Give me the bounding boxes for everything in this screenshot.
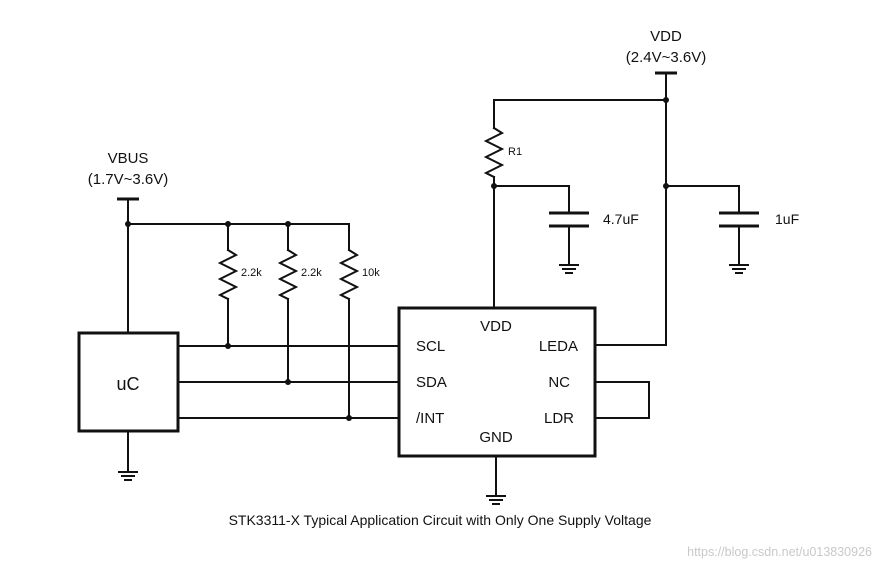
ground-symbol (729, 264, 749, 274)
resistor-int-pullup: 10k (338, 223, 380, 421)
resistor-scl-pullup: 2.2k (217, 223, 262, 349)
r-int-label: 10k (362, 267, 380, 279)
resistor-r1: R1 (483, 99, 522, 309)
diagram-caption: STK3311-X Typical Application Circuit wi… (229, 512, 652, 528)
watermark: https://blog.csdn.net/u013830926 (687, 545, 872, 559)
pin-scl: SCL (416, 338, 445, 355)
r-sda-label: 2.2k (301, 267, 322, 279)
pin-int: /INT (416, 410, 444, 427)
vbus-rail-name: VBUS (108, 150, 149, 167)
junction-dot (125, 221, 131, 227)
c2-label: 1uF (775, 211, 799, 227)
vdd-supply: VDD (2.4V~3.6V) (493, 28, 706, 346)
pin-vdd: VDD (480, 318, 512, 335)
vbus-rail-range: (1.7V~3.6V) (88, 171, 168, 188)
microcontroller: uC (77, 331, 180, 481)
pin-ldr: LDR (544, 410, 574, 427)
vdd-rail-name: VDD (650, 28, 682, 45)
r-scl-label: 2.2k (241, 267, 262, 279)
vbus-supply: VBUS (1.7V~3.6V) (88, 150, 350, 334)
sensor-chip: VDD GND SCL SDA /INT LEDA NC LDR (397, 306, 597, 505)
pin-nc: NC (548, 374, 570, 391)
ground-symbol (486, 495, 506, 505)
junction-dot (663, 97, 669, 103)
vdd-rail-range: (2.4V~3.6V) (626, 49, 706, 66)
resistor-sda-pullup: 2.2k (277, 223, 322, 385)
nc-ldr-loop-wire (594, 381, 650, 419)
capacitor-c1: 4.7uF (493, 185, 639, 274)
pin-gnd: GND (479, 429, 513, 446)
r1-label: R1 (508, 146, 522, 158)
capacitor-c2: 1uF (663, 183, 799, 274)
ground-symbol (118, 471, 138, 481)
c1-label: 4.7uF (603, 211, 639, 227)
pin-leda: LEDA (539, 338, 578, 355)
ground-symbol (559, 264, 579, 274)
pin-sda: SDA (416, 374, 447, 391)
mcu-label: uC (116, 374, 139, 394)
